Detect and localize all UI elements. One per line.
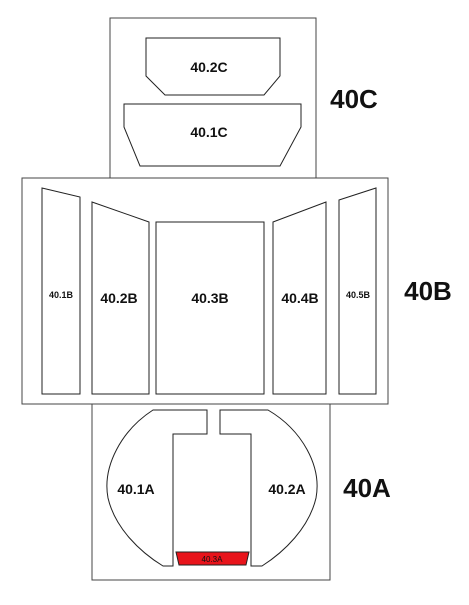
panel-40a: 40.1A 40.2A 40.3A (91, 403, 331, 581)
group-label-40b: 40B (404, 276, 452, 306)
piece-40-4b-label: 40.4B (281, 290, 318, 306)
piece-40-2a-label: 40.2A (268, 481, 305, 497)
piece-40-5b-label: 40.5B (346, 290, 371, 300)
piece-40-1c-label: 40.1C (190, 124, 227, 140)
piece-40-3b[interactable] (155, 221, 265, 395)
group-label-40a: 40A (343, 473, 391, 503)
panel-40c: 40.2C 40.1C (109, 17, 317, 179)
piece-40-5b[interactable] (338, 187, 377, 395)
piece-40-3a[interactable] (175, 551, 250, 566)
piece-40-4b[interactable] (272, 201, 327, 395)
piece-40-1b-label: 40.1B (49, 290, 74, 300)
piece-40-2c[interactable] (145, 37, 281, 96)
piece-40-2b-label: 40.2B (100, 290, 137, 306)
piece-40-1c[interactable] (123, 103, 302, 167)
panel-40b: 40.1B 40.2B 40.3B 40.4B 40.5B (21, 177, 389, 405)
piece-40-1a-label: 40.1A (117, 481, 154, 497)
piece-40-2c-label: 40.2C (190, 59, 227, 75)
piece-40-3b-label: 40.3B (191, 290, 228, 306)
piece-40-3a-label: 40.3A (202, 555, 224, 564)
group-label-40c: 40C (330, 84, 378, 114)
piece-40-1a[interactable] (106, 409, 208, 567)
piece-40-2a[interactable] (219, 409, 318, 567)
piece-40-2b[interactable] (91, 201, 150, 395)
piece-40-1b[interactable] (41, 187, 81, 395)
